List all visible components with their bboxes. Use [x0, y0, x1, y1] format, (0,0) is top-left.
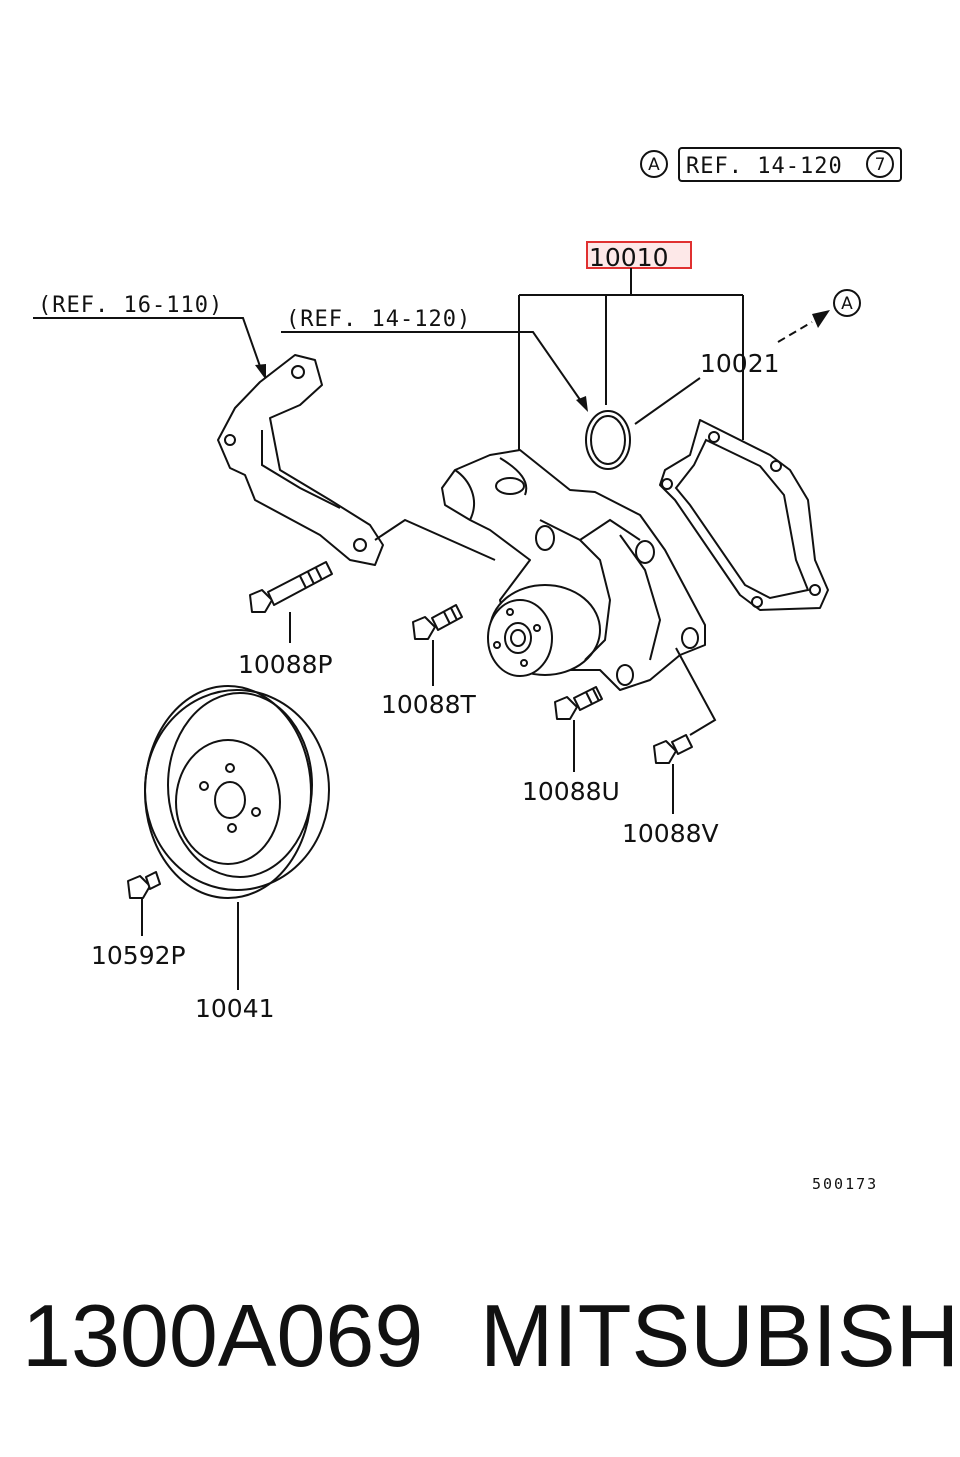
marker-a-label: A [648, 155, 660, 175]
label-10088T: 10088T [381, 690, 477, 719]
marker-a-arrow-label: A [841, 294, 853, 314]
diagram-id: 500173 [812, 1175, 878, 1193]
o-ring [585, 410, 631, 470]
ref-14-120-leader [281, 331, 584, 405]
label-10088V: 10088V [622, 819, 719, 848]
ref-14-120-label: (REF. 14-120) [286, 307, 471, 332]
mounting-bracket [217, 354, 496, 566]
part-number: 1300A069 [22, 1286, 424, 1385]
bracket-10010 [518, 268, 744, 450]
bolt-10088U [554, 686, 603, 772]
pulley-10041 [144, 685, 330, 990]
water-pump [441, 449, 717, 736]
ref-box-number-circle [866, 150, 894, 178]
label-10088P: 10088P [238, 650, 333, 679]
ref-box-label: REF. 14-120 [686, 154, 843, 179]
marker-a-arrow-group: A [777, 289, 861, 343]
ref-box-number: 7 [875, 155, 886, 175]
bolt-10592P [127, 871, 161, 936]
bolt-10088V [653, 734, 693, 814]
brand-name: MITSUBISHI [480, 1286, 960, 1385]
ref-16-110-leader [33, 317, 263, 373]
label-10010: 10010 [589, 243, 669, 272]
ref-box-group: A REF. 14-120 7 [640, 147, 902, 182]
ref-box-frame [678, 147, 902, 182]
gasket [659, 419, 829, 611]
caption: 1300A069 MITSUBISHI [0, 1285, 960, 1395]
bolt-10088P [249, 561, 333, 643]
bolt-10088T [412, 604, 463, 686]
highlight-10010[interactable] [586, 241, 692, 269]
marker-a-circle [640, 150, 668, 178]
label-10592P: 10592P [91, 941, 186, 970]
label-10041: 10041 [195, 994, 275, 1023]
label-10021: 10021 [700, 349, 780, 378]
ref-16-110-label: (REF. 16-110) [38, 293, 223, 318]
label-10088U: 10088U [522, 777, 620, 806]
